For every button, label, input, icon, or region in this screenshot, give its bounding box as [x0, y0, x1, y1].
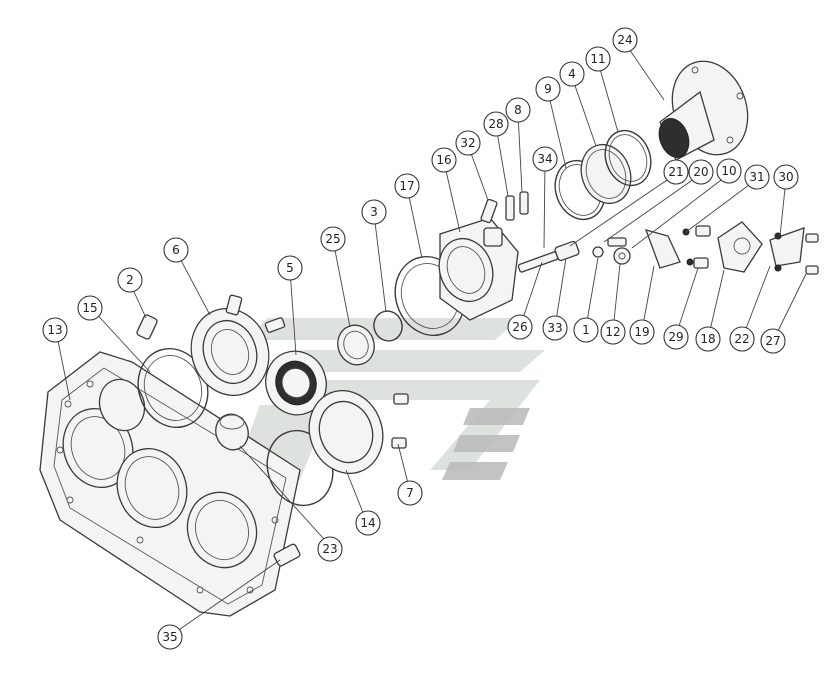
callout-18: 18 [695, 326, 721, 352]
bolts-7 [391, 393, 409, 449]
seal-11 [604, 129, 652, 187]
svg-text:21: 21 [668, 165, 683, 179]
dowel-pin-top [136, 314, 158, 340]
callout-26: 26 [507, 314, 533, 340]
callout-13: 13 [42, 317, 68, 343]
svg-text:1: 1 [582, 323, 590, 337]
callout-25: 25 [320, 226, 346, 252]
callout-8: 8 [505, 97, 531, 123]
callout-4: 4 [559, 61, 585, 87]
callout-16: 16 [431, 147, 457, 173]
svg-text:29: 29 [668, 330, 683, 344]
callout-3: 3 [361, 199, 387, 225]
svg-text:13: 13 [47, 323, 62, 337]
svg-text:32: 32 [460, 136, 475, 150]
svg-text:33: 33 [547, 321, 562, 335]
callout-35: 35 [157, 624, 183, 650]
callout-32: 32 [455, 130, 481, 156]
svg-text:27: 27 [765, 334, 780, 348]
dowel-pin-bottom [273, 543, 301, 567]
svg-text:35: 35 [162, 630, 177, 644]
svg-text:19: 19 [634, 325, 649, 339]
svg-text:23: 23 [322, 542, 337, 556]
svg-text:17: 17 [399, 179, 414, 193]
callout-28: 28 [483, 111, 509, 137]
callout-9: 9 [535, 76, 561, 102]
svg-text:14: 14 [360, 516, 375, 530]
snap-ring-3 [373, 310, 403, 342]
svg-text:31: 31 [749, 170, 764, 184]
svg-text:18: 18 [700, 332, 715, 346]
callout-12: 12 [600, 319, 626, 345]
callout-6: 6 [163, 237, 189, 263]
svg-text:12: 12 [605, 325, 620, 339]
svg-text:22: 22 [734, 332, 749, 346]
flange-24 [658, 60, 749, 161]
svg-text:5: 5 [286, 261, 294, 275]
callout-15: 15 [77, 295, 103, 321]
spacer-sleeve [215, 413, 249, 451]
svg-text:2: 2 [126, 273, 134, 287]
svg-text:16: 16 [436, 153, 451, 167]
callout-19: 19 [629, 319, 655, 345]
callout-14: 14 [355, 510, 381, 536]
callout-17: 17 [394, 173, 420, 199]
callout-33: 33 [542, 315, 568, 341]
svg-text:30: 30 [778, 170, 793, 184]
svg-text:9: 9 [544, 82, 552, 96]
ring-25 [337, 324, 375, 366]
svg-text:15: 15 [82, 301, 97, 315]
svg-text:24: 24 [617, 33, 632, 47]
cover-14 [308, 390, 384, 474]
svg-text:11: 11 [590, 52, 605, 66]
svg-text:20: 20 [693, 165, 708, 179]
callouts: 1 2 3 4 5 6 7 8 9 10 11 12 13 14 15 16 1… [42, 27, 799, 650]
callout-23: 23 [317, 536, 343, 562]
svg-text:34: 34 [537, 152, 552, 166]
callout-11: 11 [585, 46, 611, 72]
bearing-cover-6 [190, 294, 286, 396]
callout-1: 1 [573, 317, 599, 343]
svg-text:3: 3 [370, 205, 378, 219]
svg-text:25: 25 [325, 232, 340, 246]
small-parts-right [554, 221, 819, 275]
svg-text:4: 4 [568, 67, 576, 81]
bolts-top [480, 191, 529, 224]
callout-31: 31 [744, 164, 770, 190]
svg-text:8: 8 [514, 103, 522, 117]
svg-text:28: 28 [488, 117, 503, 131]
callout-7: 7 [397, 480, 423, 506]
callout-30: 30 [773, 164, 799, 190]
svg-text:10: 10 [721, 164, 736, 178]
housing-plate [39, 351, 301, 617]
housing-16 [438, 217, 559, 321]
callout-21: 21 [663, 159, 689, 185]
bearing-5 [265, 350, 327, 416]
callout-27: 27 [760, 328, 786, 354]
callout-2: 2 [117, 267, 143, 293]
callout-24: 24 [612, 27, 638, 53]
svg-text:26: 26 [512, 320, 527, 334]
callout-34: 34 [532, 146, 558, 172]
callout-29: 29 [663, 324, 689, 350]
svg-text:6: 6 [172, 243, 180, 257]
svg-text:7: 7 [406, 486, 414, 500]
callout-22: 22 [729, 326, 755, 352]
callout-10: 10 [716, 158, 742, 184]
callout-20: 20 [688, 159, 714, 185]
callout-5: 5 [277, 255, 303, 281]
